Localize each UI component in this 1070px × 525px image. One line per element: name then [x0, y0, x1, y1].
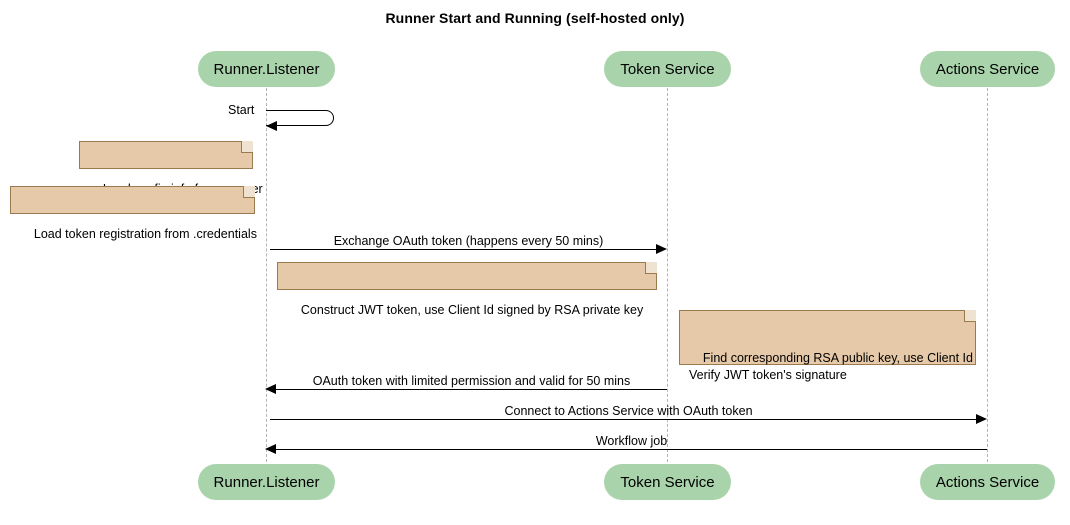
note-load-config-info: Load config info from .runner [79, 141, 263, 196]
message-label-connect-actions-service: Connect to Actions Service with OAuth to… [504, 404, 753, 418]
lifeline-runner-listener [266, 88, 267, 462]
message-line-connect-actions-service [270, 419, 977, 420]
note-fold-corner-icon [964, 310, 976, 322]
message-label-exchange-oauth-token: Exchange OAuth token (happens every 50 m… [333, 234, 604, 248]
note-verify-jwt-signature: Find corresponding RSA public key, use C… [679, 310, 976, 382]
note-fold-corner-icon [645, 262, 657, 274]
self-message-start-loop [266, 110, 334, 126]
arrow-head-connect-actions-service [976, 414, 987, 424]
lifeline-actions-service [987, 88, 988, 462]
note-fold-corner-icon [241, 141, 253, 153]
participant-runner-listener-bottom[interactable]: Runner.Listener [198, 464, 335, 500]
participant-actions-service-bottom[interactable]: Actions Service [920, 464, 1055, 500]
message-line-workflow-job [276, 449, 987, 450]
arrow-head-workflow-job [265, 444, 276, 454]
message-line-exchange-oauth-token [270, 249, 657, 250]
arrow-head-exchange-oauth-token [656, 244, 667, 254]
participant-runner-listener-top[interactable]: Runner.Listener [198, 51, 335, 87]
message-label-oauth-token-return: OAuth token with limited permission and … [312, 374, 631, 388]
participant-token-service-bottom[interactable]: Token Service [604, 464, 731, 500]
note-load-token-registration: Load token registration from .credential… [10, 186, 257, 241]
message-line-oauth-token-return [276, 389, 667, 390]
note-verify-jwt-signature-text: Find corresponding RSA public key, use C… [689, 351, 973, 382]
note-construct-jwt-token-text: Construct JWT token, use Client Id signe… [300, 303, 644, 317]
arrow-head-oauth-token-return [265, 384, 276, 394]
message-label-start: Start [228, 103, 255, 117]
arrow-head-start [266, 121, 277, 131]
note-construct-jwt-token: Construct JWT token, use Client Id signe… [277, 262, 657, 317]
note-fold-corner-icon [243, 186, 255, 198]
lifeline-token-service [667, 88, 668, 462]
message-label-workflow-job: Workflow job [595, 434, 668, 448]
participant-token-service-top[interactable]: Token Service [604, 51, 731, 87]
participant-actions-service-top[interactable]: Actions Service [920, 51, 1055, 87]
diagram-title: Runner Start and Running (self-hosted on… [385, 10, 685, 26]
note-load-token-registration-text: Load token registration from .credential… [33, 227, 257, 241]
